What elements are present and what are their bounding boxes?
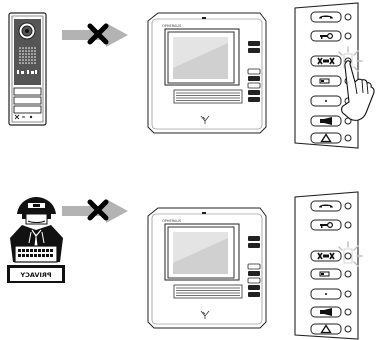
privacy-banner: PRIVACY — [20, 271, 52, 279]
alarm-button[interactable] — [310, 132, 352, 144]
handset-button[interactable] — [310, 11, 352, 23]
key-button[interactable] — [310, 30, 352, 42]
key-icon — [320, 32, 334, 40]
horn-button[interactable] — [310, 306, 352, 318]
dot-icon — [325, 100, 327, 102]
privacy-icon — [317, 252, 335, 260]
key-icon — [320, 221, 334, 229]
guard-unit: PRIVACY — [7, 197, 65, 283]
side-button-panel-bottom — [294, 191, 363, 340]
intercom-icon — [319, 78, 330, 84]
dot-button[interactable] — [310, 95, 352, 107]
intercom-button[interactable] — [310, 268, 352, 280]
horn-icon — [320, 308, 332, 316]
key-button[interactable] — [310, 219, 352, 231]
handset-button[interactable] — [310, 200, 352, 212]
monitor-brand-label: OPHERAUS — [162, 219, 182, 223]
privacy-button[interactable] — [310, 241, 363, 267]
dot-icon — [325, 293, 327, 295]
hand-pointer-icon — [341, 60, 375, 121]
handset-icon — [319, 15, 333, 19]
indoor-monitor-bottom: OPHERAUS — [147, 207, 267, 329]
horn-icon — [320, 117, 332, 125]
privacy-button[interactable] — [310, 46, 363, 72]
alarm-icon — [320, 324, 332, 334]
side-button-panel-top — [294, 2, 375, 149]
horn-button[interactable] — [310, 115, 352, 127]
alarm-button[interactable] — [310, 323, 352, 335]
handset-icon — [319, 204, 333, 208]
intercom-icon — [319, 271, 330, 277]
outdoor-door-panel — [8, 12, 47, 126]
privacy-icon — [317, 57, 335, 65]
alarm-icon — [320, 133, 332, 143]
dot-button[interactable] — [310, 288, 352, 300]
intercom-button[interactable] — [310, 75, 352, 87]
indoor-monitor-top: OPHERAUS — [147, 12, 267, 134]
monitor-brand-label: OPHERAUS — [162, 24, 182, 28]
